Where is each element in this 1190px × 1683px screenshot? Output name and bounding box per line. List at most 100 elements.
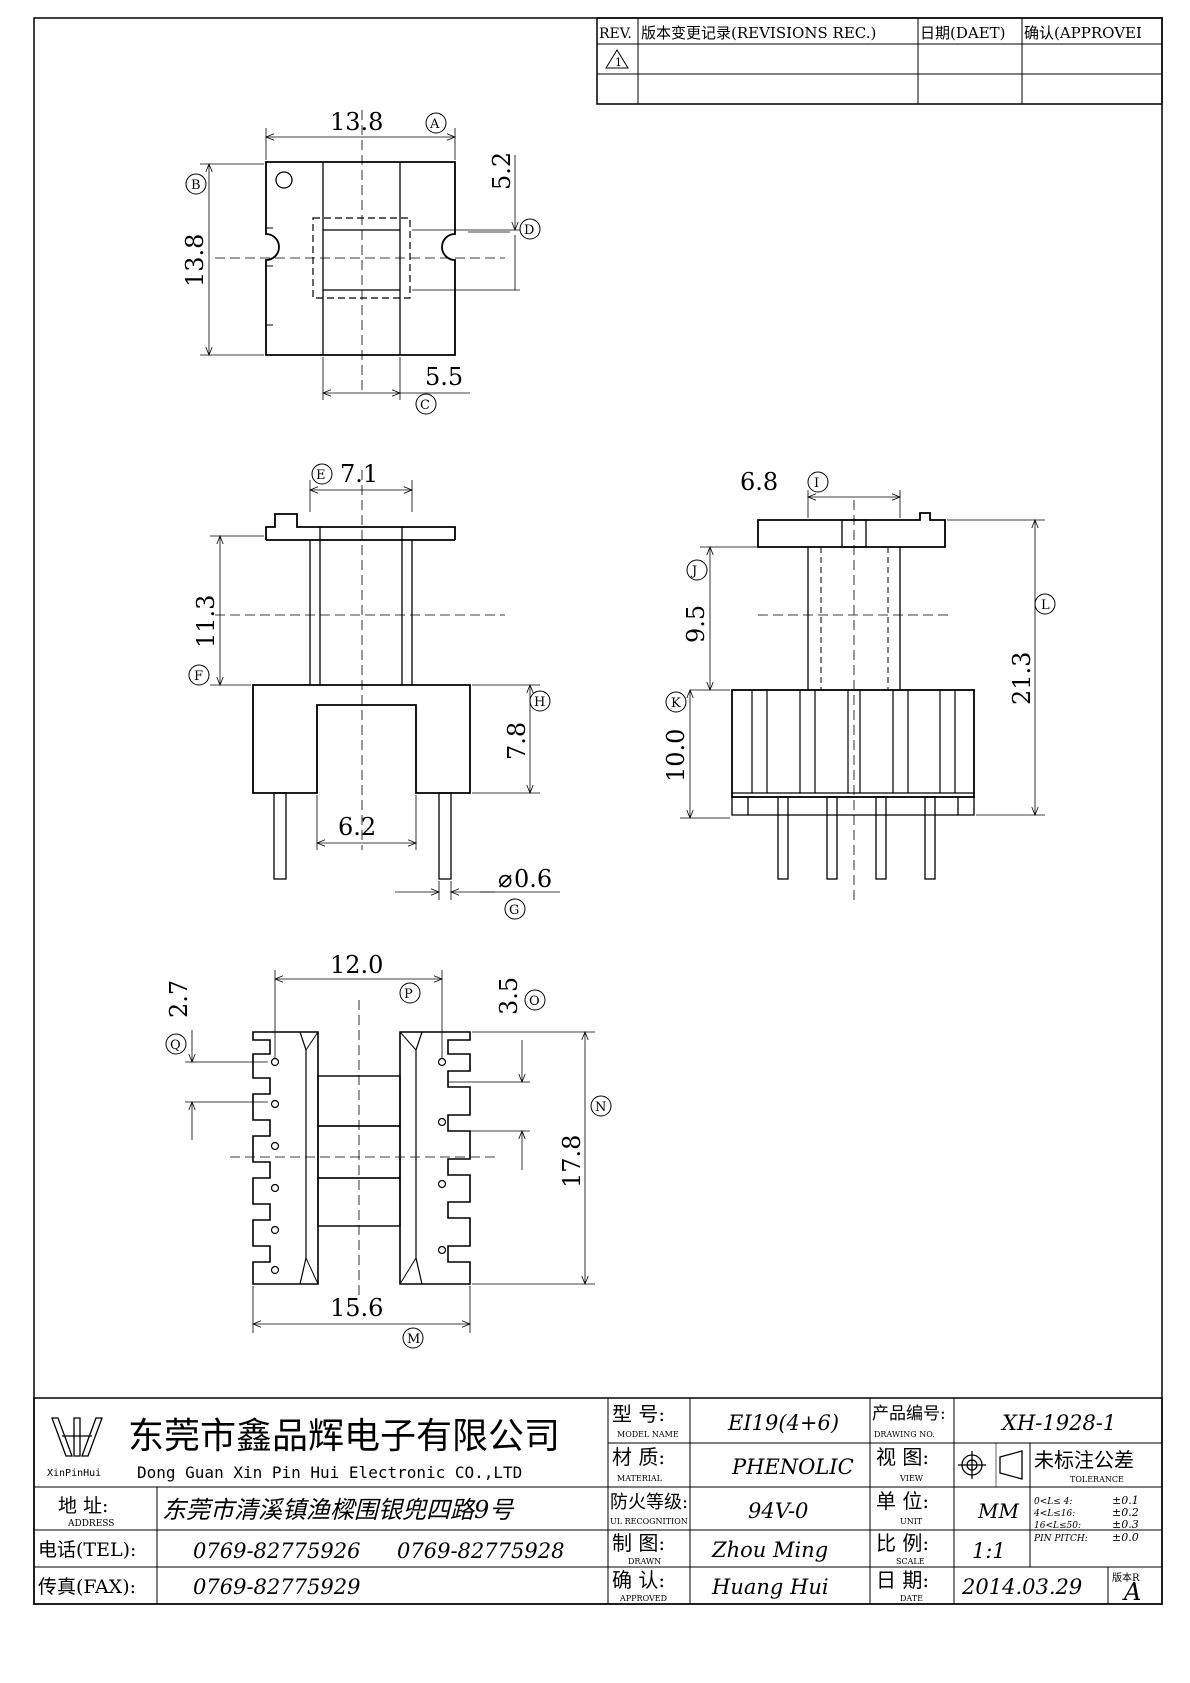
company-name-cn: 东莞市鑫品辉电子有限公司	[128, 1416, 560, 1457]
material-value: PHENOLIC	[731, 1455, 854, 1479]
dim-front-pin-dia: 0.6	[514, 865, 552, 893]
tol-value-2: ±0.2	[1112, 1506, 1139, 1519]
date-header: 日期(DAET)	[920, 24, 1006, 42]
scale-sub: SCALE	[896, 1557, 925, 1566]
bottom-view	[165, 970, 612, 1349]
tolerance-title: 未标注公差	[1034, 1448, 1134, 1472]
scale-label: 比 例:	[876, 1531, 929, 1555]
tolerance-sub: TOLERANCE	[1070, 1475, 1124, 1484]
date-sub: DATE	[900, 1594, 923, 1603]
scale-value: 1:1	[972, 1539, 1006, 1563]
company-name-en: Dong Guan Xin Pin Hui Electronic CO.,LTD	[137, 1463, 522, 1482]
rev-header: REV.	[599, 26, 632, 42]
label-p: P	[404, 987, 413, 1002]
tel-1: 0769-82775926	[193, 1539, 360, 1563]
label-h: H	[534, 695, 545, 710]
tol-range-4: PIN PITCH:	[1033, 1534, 1088, 1544]
revision-table: REV. 版本变更记录(REVISIONS REC.) 日期(DAET) 确认(…	[596, 17, 1163, 105]
label-m: M	[407, 1332, 420, 1347]
view-sub: VIEW	[899, 1474, 924, 1483]
projection-symbol-icon	[958, 1450, 1023, 1480]
dim-side-base: 10.0	[662, 729, 690, 782]
label-g: G	[509, 903, 519, 918]
rev-mark: 1	[615, 56, 622, 69]
dim-side-total: 21.3	[1008, 652, 1036, 705]
dim-front-flange: 7.1	[340, 460, 378, 488]
tol-value-4: ±0.0	[1112, 1531, 1139, 1544]
drawn-value: Zhou Ming	[711, 1538, 828, 1562]
dim-bottom-base: 15.6	[330, 1294, 383, 1322]
tol-value-1: ±0.1	[1112, 1494, 1139, 1507]
drawn-label: 制 图:	[612, 1531, 665, 1555]
date-value: 2014.03.29	[961, 1575, 1082, 1599]
dim-side-body: 9.5	[682, 605, 710, 643]
title-block	[33, 1397, 1163, 1605]
label-f: F	[194, 669, 203, 684]
version-label: 版本R	[1112, 1571, 1140, 1584]
rev-triangle-icon	[605, 49, 629, 69]
version-value: A	[1122, 1578, 1141, 1606]
approved-label: 确 认:	[612, 1568, 665, 1592]
material-sub: MATERIAL	[617, 1474, 663, 1483]
dim-side-flange: 6.8	[740, 468, 778, 496]
label-b: B	[191, 178, 201, 193]
label-o: O	[529, 994, 540, 1009]
approved-sub: APPROVED	[619, 1594, 667, 1603]
label-l: L	[1041, 598, 1050, 613]
front-view	[188, 463, 560, 920]
unit-sub: UNIT	[900, 1517, 923, 1526]
material-label: 材 质:	[612, 1445, 665, 1469]
fax-value: 0769-82775929	[193, 1575, 360, 1599]
model-label: 型 号:	[612, 1402, 665, 1426]
dim-top-slot: 5.2	[488, 152, 516, 190]
tol-range-3: 16<L≤50:	[1034, 1521, 1081, 1531]
fax-label: 传真(FAX):	[38, 1576, 136, 1598]
label-e: E	[316, 468, 326, 483]
ul-label: 防火等级:	[610, 1492, 688, 1513]
tel-label: 电话(TEL):	[38, 1539, 136, 1561]
revisions-header: 版本变更记录(REVISIONS REC.)	[641, 24, 876, 42]
address-label-en: ADDRESS	[67, 1519, 114, 1529]
side-view	[665, 471, 1056, 900]
approved-value: Huang Hui	[711, 1575, 829, 1599]
dim-top-center: 5.5	[425, 363, 463, 391]
dim-front-base: 7.8	[503, 722, 531, 760]
dim-bottom-slot: 2.7	[165, 980, 193, 1018]
label-a: A	[429, 117, 440, 132]
tol-value-3: ±0.3	[1112, 1518, 1139, 1531]
diameter-icon: ⌀	[498, 865, 512, 893]
ul-sub: UL RECOGNITION	[610, 1517, 688, 1526]
unit-value: MM	[977, 1499, 1019, 1523]
drawn-sub: DRAWN	[628, 1557, 661, 1566]
dim-front-pin-span: 6.2	[338, 813, 376, 841]
company-logo-icon	[51, 1417, 103, 1457]
drawing-no-value: XH-1928-1	[1000, 1411, 1116, 1435]
drawing-no-label: 产品编号:	[872, 1404, 946, 1424]
label-q: Q	[170, 1038, 181, 1053]
label-d: D	[524, 223, 534, 238]
top-view	[185, 110, 541, 415]
dim-bottom-width: 12.0	[330, 951, 383, 979]
label-i: I	[814, 476, 819, 491]
tel-2: 0769-82775928	[397, 1539, 564, 1563]
tol-range-1: 0<L≤ 4:	[1034, 1497, 1072, 1507]
logo-text: XinPinHui	[47, 1468, 101, 1479]
model-sub: MODEL NAME	[617, 1430, 679, 1439]
label-c: C	[420, 398, 430, 413]
unit-label: 单 位:	[876, 1489, 929, 1513]
dim-bottom-pitch: 3.5	[495, 977, 523, 1015]
address-label: 地 址:	[58, 1495, 108, 1517]
label-j: J	[690, 564, 697, 579]
tol-range-2: 4<L≤16:	[1033, 1509, 1075, 1519]
drawing-no-sub: DRAWING NO.	[874, 1430, 935, 1439]
label-n: N	[595, 1100, 606, 1115]
date-label: 日 期:	[876, 1568, 929, 1592]
model-value: EI19(4+6)	[727, 1411, 839, 1435]
label-k: K	[671, 696, 681, 711]
ul-value: 94V-0	[748, 1499, 808, 1523]
view-label: 视 图:	[876, 1445, 929, 1469]
approve-header: 确认(APPROVEI	[1024, 24, 1142, 42]
dim-bottom-height: 17.8	[558, 1135, 586, 1188]
dim-top-width: 13.8	[330, 108, 383, 136]
